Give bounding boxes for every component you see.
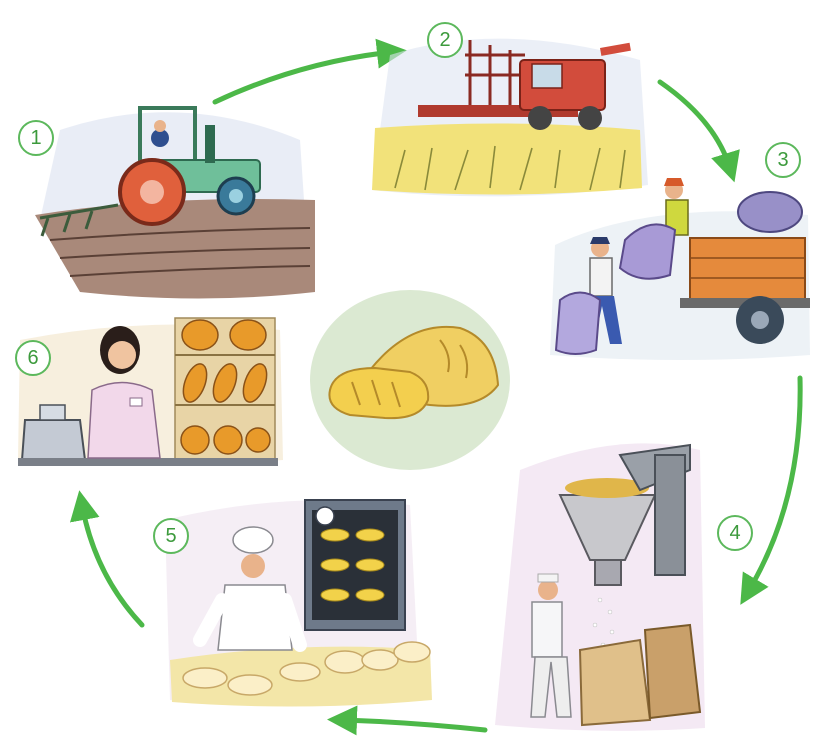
arrow-3-to-4 — [740, 375, 803, 605]
scene-plowing-field — [35, 106, 315, 299]
step-badge-6: 6 — [15, 340, 51, 376]
step-badge-1: 1 — [18, 120, 54, 156]
scene-milling-flour — [495, 443, 705, 731]
scene-baking-bread — [165, 499, 432, 707]
arrow-2-to-3 — [657, 79, 740, 183]
step-badge-5: 5 — [153, 518, 189, 554]
step-badge-4: 4 — [717, 515, 753, 551]
scene-loading-grain-sacks — [550, 178, 810, 360]
arrow-4-to-5 — [327, 705, 488, 736]
scene-selling-bread — [18, 317, 283, 466]
step-badge-3: 3 — [765, 142, 801, 178]
arrow-1-to-2 — [212, 38, 407, 105]
center-loaves-of-bread — [310, 290, 510, 470]
cycle-arrows — [69, 38, 803, 736]
step-badge-2: 2 — [427, 22, 463, 58]
arrow-5-to-6 — [69, 490, 145, 628]
scene-harvesting-wheat — [372, 38, 648, 197]
